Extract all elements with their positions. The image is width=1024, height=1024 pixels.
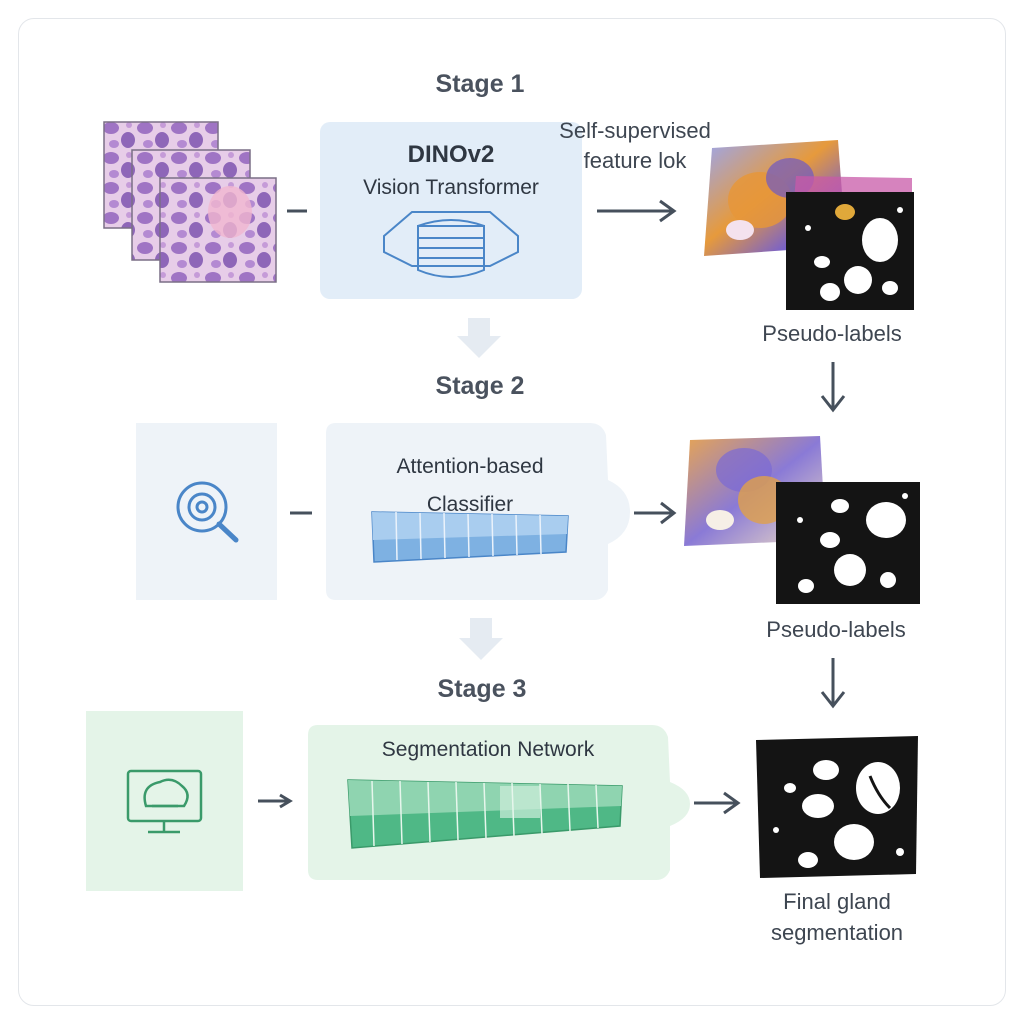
stage1-model-subtitle: Vision Transformer (363, 176, 539, 199)
final-segmentation-mask (756, 736, 918, 878)
stage2-title: Stage 2 (435, 372, 525, 400)
stage3-input-panel (86, 711, 243, 891)
arrow-right-icon (634, 501, 677, 525)
arrow-right-icon (597, 199, 677, 223)
stage1-title: Stage 1 (435, 70, 525, 98)
monitor-brain-icon (126, 769, 203, 834)
stage3-model-name: Segmentation Network (381, 738, 595, 761)
magnifier-target-icon (176, 481, 239, 543)
stage1-model-name: DINOv2 (407, 141, 495, 168)
histology-slides-stack-icon (103, 121, 277, 283)
transformer-device-icon (383, 211, 519, 278)
arrow-down-icon (820, 658, 846, 709)
down-chevron-icon (457, 318, 501, 358)
arrow-right-icon (258, 793, 293, 809)
down-chevron-icon (459, 618, 503, 660)
stage1-edge-label: Self-supervised feature lok (559, 118, 711, 173)
stage2-model-name: Attention-based Classifier (396, 455, 544, 516)
stage1-output-label: Pseudo-labels (762, 321, 902, 346)
arrow-right-icon (694, 791, 741, 815)
stage2-output-label: Pseudo-labels (766, 617, 906, 642)
classifier-bar-icon (371, 511, 569, 563)
stage3-title: Stage 3 (437, 675, 527, 703)
stage3-output-label: Final gland segmentation (770, 889, 904, 945)
stage1-output-images (704, 140, 914, 310)
stage1-model-panel (320, 122, 582, 299)
arrow-down-icon (820, 362, 846, 413)
stage2-output-images (684, 436, 920, 604)
segmentation-bar-icon (347, 779, 623, 849)
